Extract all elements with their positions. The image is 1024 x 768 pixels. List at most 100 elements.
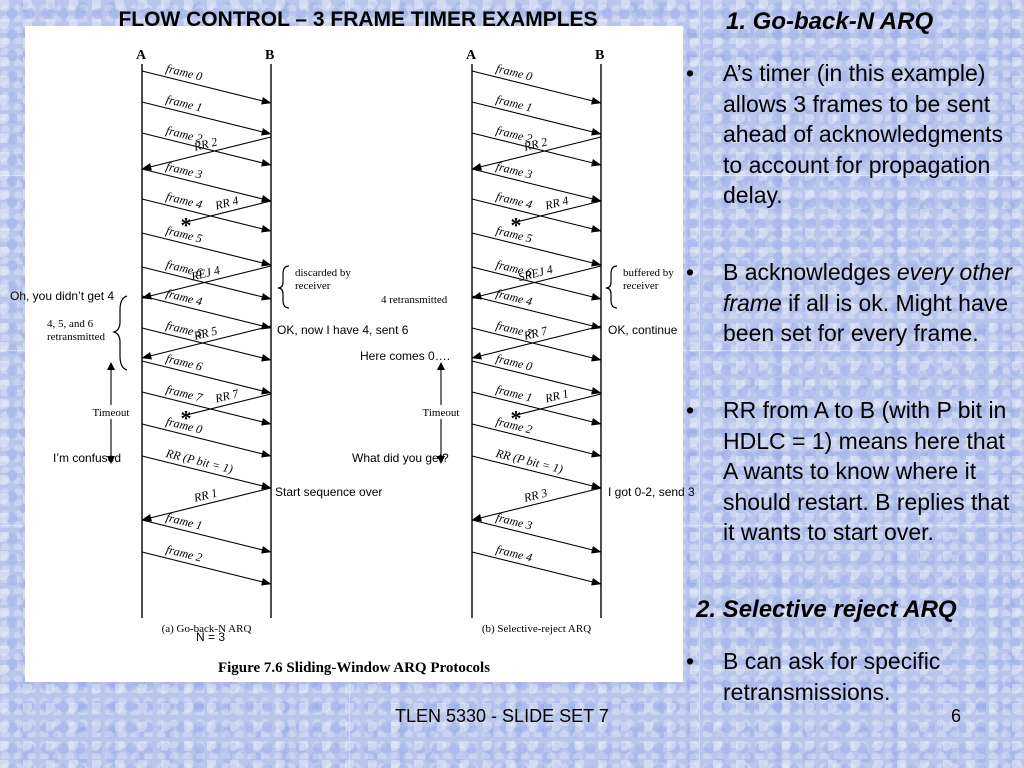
message-label: frame 7 [164,382,204,405]
bullet-text: RR from A to B (with P bit in HDLC = 1) … [723,397,1010,545]
message-label: frame 0 [164,61,203,83]
figure-panel: A B (a) Go-back-N ARQ frame 0 frame 1 frame 2… [25,26,683,682]
message-arrow [141,266,272,301]
message-arrow [141,232,272,267]
bullet-text: A’s timer (in this example) allows 3 fra… [723,60,1004,208]
message-arrow [141,136,272,171]
message-arrow [141,132,272,167]
lost-asterisk: * [511,212,522,237]
message-arrow [141,295,272,330]
note-discarded: discarded by [295,267,351,279]
message-arrow [471,391,602,426]
timeout-bg [413,405,469,419]
message-label: RR 2 [521,134,548,154]
timeout-bg [83,405,139,419]
message-arrow [471,551,602,586]
message-arrow [141,391,272,426]
message-label: frame 0 [494,351,533,373]
bullet-dot-icon: • [686,60,695,86]
message-label: frame 2 [494,414,533,436]
annotation-got-0-2: I got 0-2, send 3 [608,485,695,499]
message-arrow [141,423,272,458]
message-arrow [141,327,272,362]
message-arrow [141,487,272,522]
message-label: frame 4 [494,542,533,564]
bullet-dot-icon: • [686,259,695,285]
bullet-dot-icon: • [686,397,695,423]
message-label: frame 4 [164,286,203,308]
message-arrow [471,295,602,330]
message-label: frame 3 [494,510,533,532]
message-arrow [141,265,272,300]
message-label: frame 1 [494,92,533,114]
station-b-label: B [265,48,274,63]
message-arrow [141,360,272,395]
message-arrow [141,168,272,203]
message-arrow [141,519,272,554]
note-buffered: buffered by [623,267,674,279]
lost-asterisk: * [181,212,192,237]
annotation-what-did-you-get: What did you get? [352,451,449,465]
message-arrow [141,455,272,490]
message-label: RR 4 [543,193,570,213]
slide-title: FLOW CONTROL – 3 FRAME TIMER EXAMPLES [118,8,598,31]
station-b-label: B [595,48,604,63]
annotation-ok-continue: OK, continue [608,323,678,337]
annotation-here-comes: Here comes 0…. [360,349,451,363]
message-label: frame 4 [164,189,203,211]
message-arrow [141,551,272,586]
bullet-text-part: B acknowledges [723,259,897,285]
message-label: frame 5 [164,223,203,245]
message-label: frame 3 [164,159,203,181]
message-arrow [471,519,602,554]
message-arrow [184,200,272,223]
message-arrow [471,487,602,522]
message-label: frame 4 [494,286,533,308]
timeout-label: Timeout [93,407,130,419]
message-arrow [514,200,602,223]
bullet-text-part: if all is ok. Might have been set for ev… [723,289,1009,347]
message-label: RR 3 [521,485,548,505]
message-arrow [471,423,602,458]
brace [277,265,290,309]
brace [112,295,128,371]
message-label: frame 2 [164,542,203,564]
message-label: RR 5 [191,323,218,343]
message-arrow [471,327,602,362]
message-label: RR 1 [543,386,570,406]
footer-text: TLEN 5330 - SLIDE SET 7 [395,706,609,726]
lost-asterisk: * [511,405,522,430]
message-arrow [471,360,602,395]
message-label: RR (P bit = 1) [494,446,565,476]
station-a-label: A [466,48,477,63]
note-retransmitted: retransmitted [47,331,106,343]
message-arrow [471,455,602,490]
bg-divider [699,0,700,768]
message-label: frame 0 [164,414,203,436]
arq-diagram: A B (a) Go-back-N ARQ frame 0 frame 1 frame 2… [47,48,674,676]
message-label: frame 1 [164,510,203,532]
panel-sublabel: (a) Go-back-N ARQ [162,623,252,635]
heading-go-back-n: 1. Go-back-N ARQ [726,8,934,35]
message-arrow [471,101,602,136]
message-label: RR 7 [213,386,241,406]
message-arrow [471,325,602,360]
message-arrow [471,70,602,105]
message-arrow [141,198,272,233]
note-discarded: receiver [295,280,331,292]
note-retransmitted: 4 retransmitted [381,294,448,306]
annotation-start-over: Start sequence over [275,485,383,499]
message-arrow [471,198,602,233]
station-a-label: A [136,48,147,63]
message-arrow [514,393,602,416]
figure-caption: Figure 7.6 Sliding-Window ARQ Protocols [218,660,490,676]
bullet-text-emphasis: every other frame [723,259,1012,316]
message-label: frame 4 [494,189,533,211]
annotation-n-equals: N = 3 [196,630,226,644]
annotation-im-confused: I’m confused [53,451,122,465]
brace [605,265,618,309]
annotation-ok-have-4: OK, now I have 4, sent 6 [277,323,409,337]
bullet-text: B acknowledges every other frame if all … [723,257,1018,349]
message-arrow [471,232,602,267]
message-label: RR 2 [191,134,218,154]
